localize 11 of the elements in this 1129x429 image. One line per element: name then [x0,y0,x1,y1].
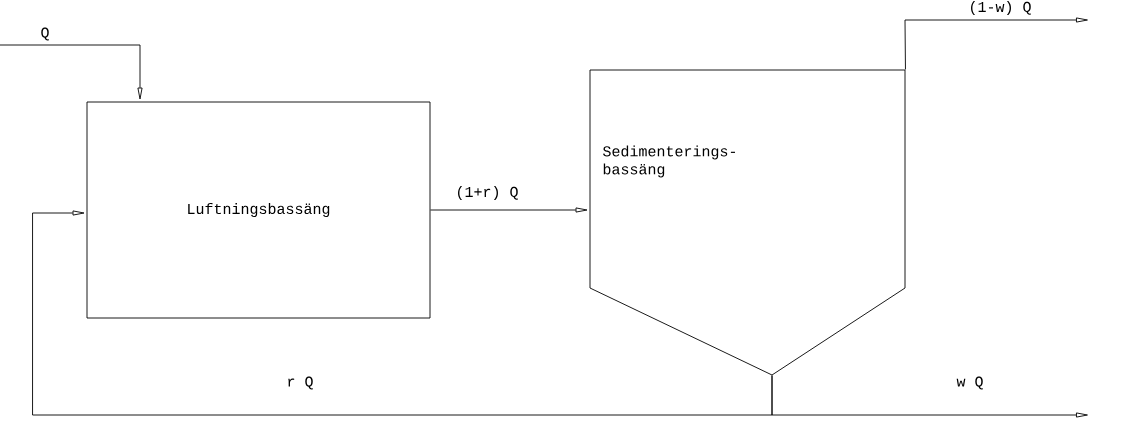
edge-label: r Q [288,376,313,390]
flow-arrow [430,207,588,213]
settling-tank: Sedimenterings- bassäng [589,69,906,376]
flow-arrow [904,17,1088,70]
tank-box: Luftningsbassäng [86,101,431,319]
edge-label: (1+r) Q [458,186,518,200]
flow-arrow [0,44,143,100]
edge-label: w Q [956,376,983,390]
flow-arrow [32,210,773,416]
edge-label: (1-w) Q [971,1,1031,15]
edge-label: Q [41,27,49,41]
